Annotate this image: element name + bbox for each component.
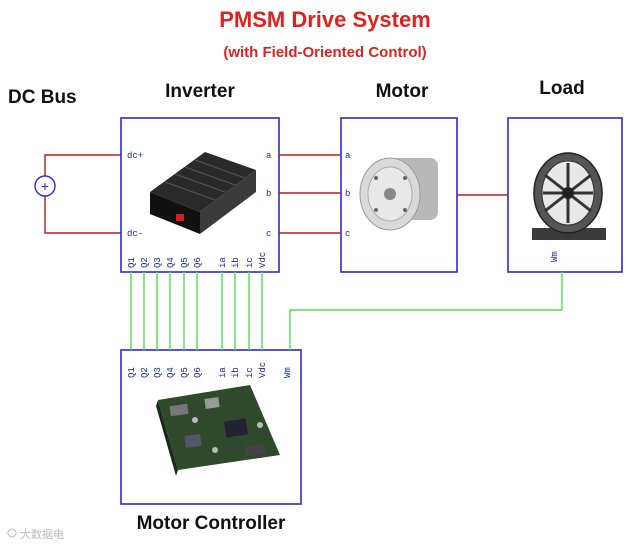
watermark-text: 大数据电 [20, 527, 64, 541]
diagram-subtitle: (with Field-Oriented Control) [223, 44, 426, 61]
load-label: Load [539, 78, 584, 99]
speed-feedback-wire [289, 272, 563, 350]
watermark-logo [7, 528, 17, 538]
dc-source-sign: + [41, 178, 49, 194]
controller-picture [156, 385, 280, 476]
inverter-port-a: a [266, 151, 272, 161]
inverter-port-ib: ib [231, 257, 241, 268]
controller-port-q4: Q4 [166, 367, 176, 378]
controller-port-q3: Q3 [153, 367, 163, 378]
controller-port-q1: Q1 [127, 367, 137, 378]
diagram-title: PMSM Drive System [219, 7, 431, 32]
dc-source: + [34, 154, 121, 234]
signal-wires [130, 272, 263, 350]
controller-port-ic: ic [245, 367, 255, 378]
inverter-port-q2: Q2 [140, 257, 150, 268]
inverter-port-b: b [266, 189, 271, 199]
dc-source-symbol [34, 175, 56, 197]
inverter-port-q5: Q5 [180, 257, 190, 268]
controller-port-wm: Wm [283, 367, 293, 378]
dc-plus-wire [44, 154, 121, 176]
load-picture [532, 152, 606, 240]
inverter-port-dc-plus: dc+ [127, 151, 143, 161]
inverter-power-switch [176, 214, 184, 221]
inverter-port-vdc: Vdc [258, 252, 268, 268]
controller-port-ia: ia [218, 367, 228, 378]
inverter-port-q1: Q1 [127, 257, 137, 268]
inverter-port-dc-minus: dc- [127, 229, 143, 239]
motor-port-a: a [345, 151, 351, 161]
controller-label: Motor Controller [137, 513, 286, 534]
motor-port-b: b [345, 189, 350, 199]
controller-port-q6: Q6 [193, 367, 203, 378]
inverter-port-ic: ic [245, 257, 255, 268]
inverter-label: Inverter [165, 81, 235, 102]
inverter-port-q3: Q3 [153, 257, 163, 268]
motor-label: Motor [376, 81, 429, 102]
inverter-port-c: c [266, 229, 271, 239]
dc-bus-label: DC Bus [8, 87, 77, 108]
controller-port-q5: Q5 [180, 367, 190, 378]
controller-port-q2: Q2 [140, 367, 150, 378]
inverter-port-q4: Q4 [166, 257, 176, 268]
controller-port-vdc: Vdc [258, 362, 268, 378]
motor-picture [359, 157, 438, 231]
load-port-wm: Wm [550, 251, 560, 262]
motor-port-c: c [345, 229, 350, 239]
inverter-port-q6: Q6 [193, 257, 203, 268]
controller-port-ib: ib [231, 367, 241, 378]
dc-minus-wire [44, 196, 121, 234]
inverter-port-ia: ia [218, 257, 228, 268]
inverter-picture [150, 152, 256, 234]
